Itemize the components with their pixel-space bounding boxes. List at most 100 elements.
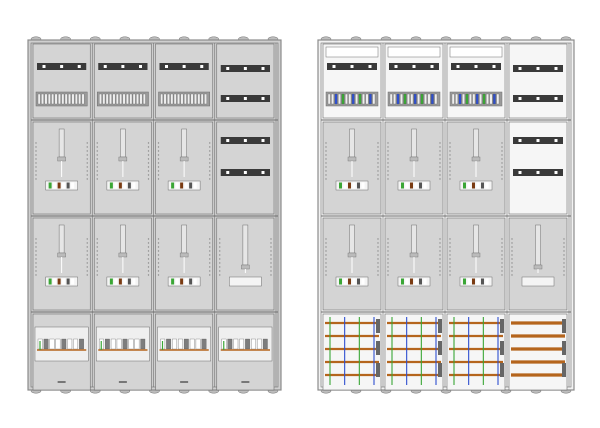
meter-terminal-pin bbox=[343, 182, 347, 189]
terminal bbox=[41, 93, 44, 105]
side-perforation bbox=[96, 250, 98, 252]
rail-screw bbox=[243, 67, 247, 70]
meter-terminal-pin bbox=[414, 278, 418, 285]
terminal bbox=[160, 93, 164, 105]
side-perforation bbox=[209, 250, 211, 252]
side-perforation bbox=[449, 242, 451, 244]
side-perforation bbox=[501, 262, 503, 264]
side-perforation bbox=[511, 270, 513, 272]
side-perforation bbox=[35, 142, 37, 144]
side-perforation bbox=[35, 274, 37, 276]
cabinet-open bbox=[317, 36, 575, 394]
side-perforation bbox=[325, 170, 327, 172]
side-perforation bbox=[377, 238, 379, 240]
side-perforation bbox=[157, 262, 160, 264]
side-perforation bbox=[209, 146, 211, 148]
cabinet-closed bbox=[27, 36, 282, 394]
terminal bbox=[163, 93, 167, 105]
side-perforation bbox=[209, 242, 211, 244]
terminal bbox=[362, 93, 365, 105]
side-perforation bbox=[147, 270, 150, 272]
side-perforation bbox=[449, 270, 451, 272]
side-perforation bbox=[501, 146, 503, 148]
terminal bbox=[327, 93, 331, 105]
side-perforation bbox=[387, 142, 389, 144]
side-perforation bbox=[387, 250, 389, 252]
busbar-support bbox=[562, 319, 566, 333]
meter-terminal-pin bbox=[71, 278, 75, 285]
side-perforation bbox=[449, 150, 451, 152]
side-perforation bbox=[563, 254, 565, 256]
side-perforation bbox=[377, 178, 379, 180]
meter-terminal-pin bbox=[357, 182, 360, 189]
side-perforation bbox=[86, 178, 88, 180]
side-perforation bbox=[439, 154, 441, 156]
meter-clamp bbox=[347, 156, 357, 162]
side-perforation bbox=[439, 238, 441, 240]
side-perforation bbox=[439, 250, 441, 252]
busbar-support bbox=[562, 363, 566, 377]
side-perforation bbox=[96, 274, 98, 276]
side-perforation bbox=[219, 270, 221, 272]
rail-screw bbox=[554, 171, 558, 174]
side-perforation bbox=[387, 158, 389, 160]
side-perforation bbox=[209, 162, 211, 164]
cover-terminal bbox=[73, 338, 78, 350]
meter-terminal-pin bbox=[481, 182, 484, 189]
side-perforation bbox=[35, 166, 37, 168]
rail-screw bbox=[243, 97, 247, 100]
side-perforation bbox=[563, 270, 565, 272]
meter-hanger bbox=[181, 128, 187, 158]
side-perforation bbox=[325, 242, 327, 244]
side-perforation bbox=[147, 162, 150, 164]
terminal bbox=[355, 93, 359, 105]
side-perforation bbox=[449, 142, 451, 144]
terminal bbox=[173, 93, 177, 105]
side-perforation bbox=[501, 154, 503, 156]
meter-terminal-pin bbox=[352, 278, 356, 285]
meter-clamp bbox=[57, 252, 66, 258]
side-perforation bbox=[96, 146, 98, 148]
terminal bbox=[190, 93, 194, 105]
meter-terminal-pin bbox=[339, 182, 342, 189]
side-perforation bbox=[96, 150, 98, 152]
side-perforation bbox=[563, 258, 565, 260]
rail-screw bbox=[182, 65, 186, 68]
side-perforation bbox=[147, 150, 150, 152]
side-perforation bbox=[325, 142, 327, 144]
meter-terminal-pin bbox=[472, 278, 475, 285]
side-perforation bbox=[377, 170, 379, 172]
terminal bbox=[142, 93, 146, 105]
terminal bbox=[368, 93, 372, 105]
terminal bbox=[115, 93, 119, 105]
cover-terminal bbox=[172, 338, 177, 350]
rail-screw bbox=[121, 65, 125, 68]
terminal bbox=[410, 93, 414, 105]
rail-screw bbox=[60, 65, 64, 68]
side-perforation bbox=[209, 258, 211, 260]
terminal bbox=[99, 93, 102, 105]
terminal bbox=[496, 93, 500, 105]
terminal bbox=[47, 93, 51, 105]
terminal bbox=[139, 93, 143, 105]
side-perforation bbox=[219, 246, 221, 248]
terminal bbox=[177, 93, 180, 105]
terminal bbox=[44, 93, 48, 105]
meter-terminal-pin bbox=[180, 278, 184, 285]
terminal bbox=[413, 93, 417, 105]
busbar-support bbox=[376, 363, 380, 377]
meter-terminal-pin bbox=[123, 278, 127, 285]
terminal bbox=[109, 93, 112, 105]
side-perforation bbox=[157, 142, 160, 144]
side-perforation bbox=[270, 238, 272, 240]
side-perforation bbox=[387, 262, 389, 264]
rail-screw bbox=[554, 139, 558, 142]
terminal bbox=[338, 93, 341, 105]
side-perforation bbox=[219, 274, 221, 276]
meter-terminal-pin bbox=[109, 182, 113, 189]
side-perforation bbox=[449, 158, 451, 160]
cover-terminal bbox=[245, 338, 250, 350]
side-perforation bbox=[86, 274, 88, 276]
side-perforation bbox=[501, 238, 503, 240]
terminal bbox=[434, 93, 438, 105]
